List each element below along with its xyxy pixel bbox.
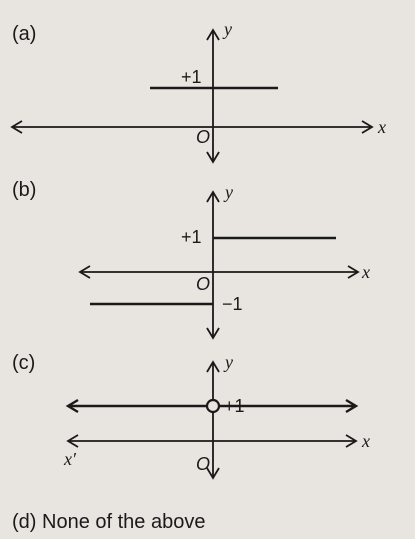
option-c-x-axis-arrow-right-icon — [345, 434, 358, 448]
option-c-graph: (c) y x x′ +1 O — [12, 352, 370, 480]
option-b-x-axis-label: x — [361, 262, 370, 282]
option-a-y-axis-arrow-up-icon — [206, 28, 220, 41]
option-c-y-axis-arrow-down-icon — [206, 467, 220, 480]
option-c-hollow-point-icon — [205, 398, 221, 414]
option-c-x-axis-arrow-left-icon — [66, 434, 79, 448]
option-c-graph-arrow-right-icon — [345, 398, 359, 414]
option-a-x-axis-arrow-left-icon — [10, 120, 23, 134]
option-b-y-axis-arrow-up-icon — [206, 190, 220, 203]
option-c-graph-arrow-left-icon — [65, 398, 79, 414]
option-b-x-axis-arrow-right-icon — [347, 265, 360, 279]
option-a-x-axis-label: x — [377, 117, 386, 137]
option-c-origin-label: O — [196, 454, 210, 474]
option-c-plus-one-label: +1 — [224, 396, 245, 416]
option-c-x-axis-label-left: x′ — [63, 449, 77, 469]
option-a-x-axis-arrow-right-icon — [361, 120, 374, 134]
option-c-x-axis-label: x — [361, 431, 370, 451]
option-b-x-axis-arrow-left-icon — [78, 265, 91, 279]
option-d-label: (d) None of the above — [12, 511, 205, 533]
option-c-y-axis-arrow-up-icon — [206, 360, 220, 373]
option-c-label: (c) — [12, 352, 35, 374]
option-a-y-axis-label: y — [222, 19, 232, 39]
option-a-origin-label: O — [196, 127, 210, 147]
option-b-graph: (b) y x +1 −1 O — [12, 179, 370, 340]
option-a-plus-one-label: +1 — [181, 67, 202, 87]
option-a-label: (a) — [12, 23, 36, 45]
option-a-y-axis-arrow-down-icon — [206, 151, 220, 164]
option-b-origin-label: O — [196, 274, 210, 294]
option-a-graph: (a) y x +1 O — [10, 19, 386, 164]
option-b-label: (b) — [12, 179, 36, 201]
option-b-minus-one-label: −1 — [222, 294, 243, 314]
option-b-y-axis-label: y — [223, 182, 233, 202]
option-b-y-axis-arrow-down-icon — [206, 327, 220, 340]
option-b-plus-one-label: +1 — [181, 227, 202, 247]
option-c-y-axis-label: y — [223, 352, 233, 372]
